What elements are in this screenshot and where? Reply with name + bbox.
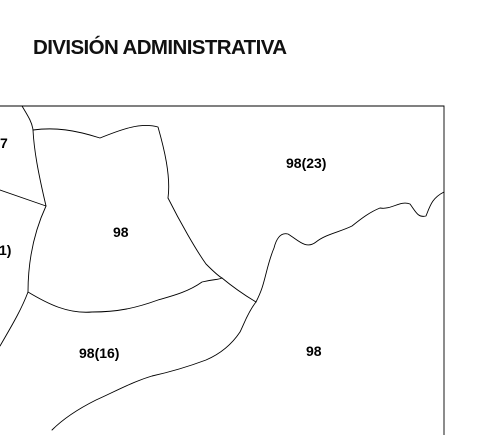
- parcel-label-98-south: 98: [306, 343, 322, 359]
- parcel-label-7: 7: [0, 135, 8, 151]
- boundary-central-top: [32, 125, 170, 199]
- boundary-central-bottom: [27, 277, 223, 313]
- parcel-label-98-23: 98(23): [286, 155, 326, 171]
- boundary-lower: [51, 301, 257, 431]
- boundary-junction-link: [221, 277, 257, 303]
- parcel-label-98-16: 98(16): [79, 345, 119, 361]
- boundary-left-upper: [0, 105, 47, 207]
- map-title: DIVISIÓN ADMINISTRATIVA: [33, 36, 287, 59]
- boundary-left-middle: [0, 205, 47, 347]
- parcel-label-98-central: 98: [113, 224, 129, 240]
- boundary-right-river: [255, 191, 445, 303]
- parcel-label-1: 1): [0, 242, 11, 258]
- map-frame: [0, 105, 445, 435]
- boundary-central-right: [167, 197, 223, 279]
